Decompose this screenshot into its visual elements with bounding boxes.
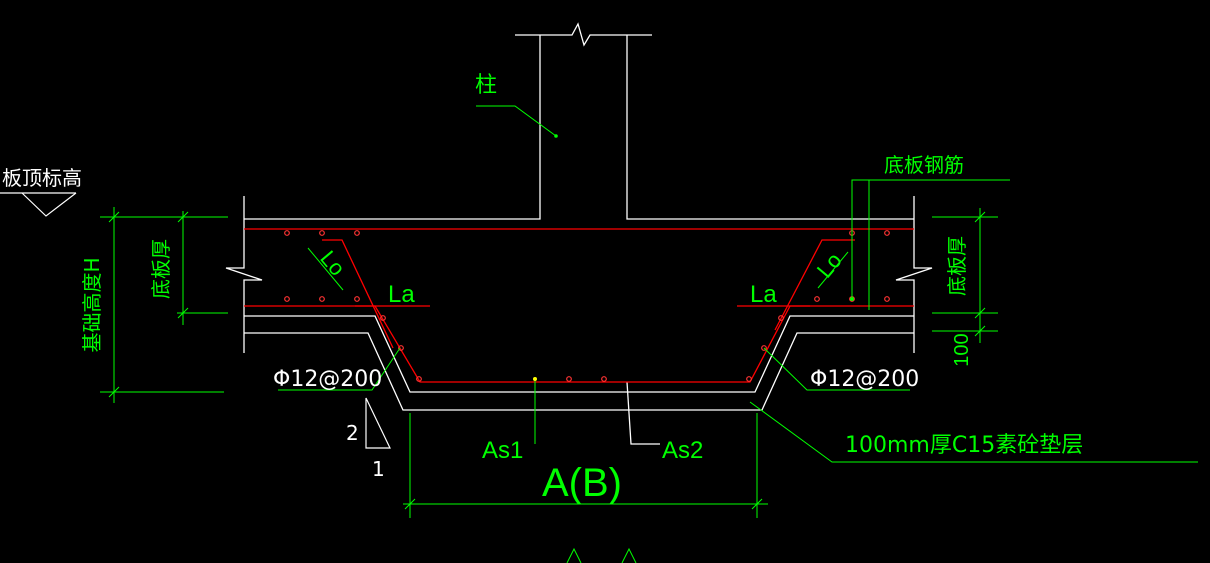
dim-tick-slash: [974, 307, 986, 319]
column-break-line: [515, 22, 652, 47]
rebar-dot: [398, 345, 404, 351]
slab-right-end: [895, 196, 933, 353]
section-mark-right: [621, 547, 637, 563]
elevation-marker: [0, 192, 77, 217]
rebar-dots: [284, 230, 890, 382]
annotation-lines: [100, 105, 1198, 563]
foundation-height-label: 基础高度H: [80, 257, 104, 352]
slope-rise-label: 2: [346, 421, 359, 445]
slope-run-label: 1: [372, 457, 385, 481]
cushion-leader: [749, 401, 1198, 463]
rebar-lines: [244, 228, 914, 383]
dim-tick-slash: [177, 307, 189, 319]
dim-tick-slash: [404, 498, 416, 510]
elevation-triangle: [21, 192, 77, 217]
rebar-spec-label-right: Φ12@200: [810, 367, 919, 392]
slab-left-end: [225, 196, 263, 353]
slope-triangle-shape: [365, 397, 391, 449]
rebar-dot: [566, 376, 572, 382]
cushion-outline: [244, 332, 914, 411]
rebar-bend-left: [322, 239, 394, 349]
dim-tick-slash: [108, 211, 120, 223]
column-right-edge: [626, 35, 914, 220]
lo-leader-left: [307, 247, 344, 291]
rebar-dot: [284, 230, 290, 236]
leader-dot: [554, 134, 558, 138]
dim-tick-slash: [751, 498, 763, 510]
column-label: 柱: [475, 73, 497, 98]
rebar-dot: [884, 296, 890, 302]
rebar-dot: [746, 376, 752, 382]
rebar-dot: [601, 376, 607, 382]
la-label-right: La: [750, 281, 777, 308]
rebar-bend-right: [774, 239, 855, 331]
rebar-dot: [761, 345, 767, 351]
rebar-dot: [884, 230, 890, 236]
bottom-rebar-line: [244, 305, 914, 383]
slab-thickness-label-left: 底板厚: [149, 239, 173, 299]
bottom-rebar-leader: [851, 179, 1010, 300]
slope-triangle: [365, 397, 391, 449]
as2-leader-white: [626, 381, 660, 445]
sump-outline: [244, 315, 914, 393]
slab-top-elevation-label: 板顶标高: [2, 166, 82, 190]
lo-label-left: Lo: [315, 246, 350, 281]
dim-tick-slash: [974, 325, 986, 337]
rebar-spec-leader-right: [763, 347, 910, 391]
la-label-left: La: [388, 281, 415, 308]
rebar-dot: [284, 296, 290, 302]
lo-label-right: Lo: [812, 248, 847, 283]
rebar-dot: [380, 315, 386, 321]
section-mark-left: [566, 547, 582, 563]
rebar-dot: [416, 376, 422, 382]
column-leader: [476, 105, 557, 137]
rebar-spec-label-left: Φ12@200: [273, 367, 382, 392]
leader-dot: [850, 297, 854, 301]
dim-tick-slash: [974, 211, 986, 223]
slab-thickness-label-right: 底板厚: [945, 236, 969, 296]
rebar-dot: [354, 296, 360, 302]
rebar-dot: [778, 315, 784, 321]
concrete-outline: [225, 22, 933, 445]
dim-tick-slash: [108, 386, 120, 398]
rebar-dot: [814, 296, 820, 302]
rebar-dot: [319, 230, 325, 236]
rebar-dot: [354, 230, 360, 236]
width-label: A(B): [542, 461, 622, 505]
lo-leader-right: [817, 251, 849, 289]
cushion-label: 100mm厚C15素砼垫层: [845, 433, 1083, 458]
bottom-rebar-label: 底板钢筋: [884, 153, 964, 177]
column-left-edge: [244, 35, 541, 220]
rebar-dot: [319, 296, 325, 302]
as1-label: As1: [482, 437, 523, 464]
leader-dot: [533, 377, 537, 381]
rebar-spec-leader-left: [278, 347, 401, 391]
as2-label: As2: [662, 437, 703, 464]
cushion-thickness-label: 100: [951, 333, 973, 366]
leader-dots: [533, 134, 854, 381]
